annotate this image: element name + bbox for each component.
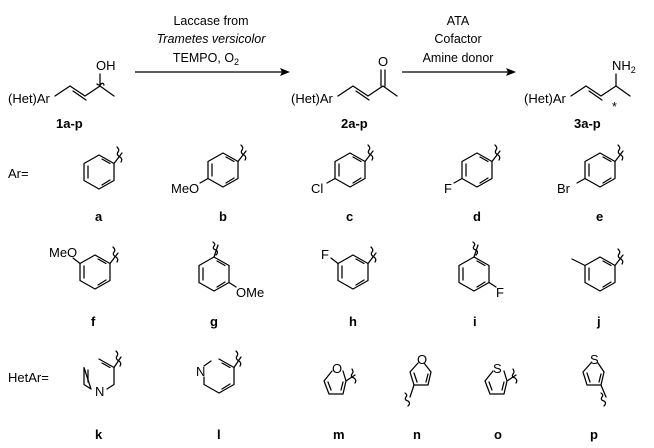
substituent-h: F	[321, 247, 329, 262]
heteroaryl-k: N k	[83, 350, 122, 442]
compound1-label: 1a-p	[56, 116, 83, 131]
compound1-oh: OH	[96, 58, 116, 73]
heteroaryl-p: S p	[582, 352, 607, 442]
stereocenter-star: *	[612, 100, 617, 114]
label-h: h	[349, 314, 357, 329]
substituent-e: Br	[557, 181, 571, 196]
aryl-b: MeO b	[171, 144, 247, 224]
hetar-prefix: HetAr=	[8, 370, 49, 385]
heteroaryl-l: N l	[196, 350, 242, 442]
aryl-e: Br e	[557, 144, 624, 224]
label-a: a	[95, 209, 103, 224]
label-d: d	[473, 209, 481, 224]
step1-reagent-1: Laccase from	[173, 14, 248, 28]
label-c: c	[346, 209, 353, 224]
label-i: i	[473, 314, 477, 329]
compound2-label: 2a-p	[341, 116, 368, 131]
compound1-group: (Het)Ar	[8, 91, 51, 106]
heteroatom-k: N	[95, 384, 104, 399]
heteroaryl-m: O m	[323, 361, 357, 442]
substituent-g: OMe	[236, 285, 264, 300]
heteroatom-p: S	[590, 352, 599, 367]
substituent-i: F	[496, 285, 504, 300]
heteroaryl-n: O n	[404, 352, 432, 442]
step2-reagent-2: Cofactor	[434, 32, 481, 46]
aryl-f: MeO f	[49, 245, 119, 329]
label-o: o	[494, 427, 502, 442]
label-p: p	[590, 427, 598, 442]
ar-prefix: Ar=	[8, 166, 29, 181]
aryl-a: a	[83, 146, 123, 224]
reaction-arrow-1: Laccase from Trametes versicolor TEMPO, …	[135, 14, 290, 76]
step2-reagent-1: ATA	[447, 14, 470, 28]
compound-3: (Het)Ar NH2 * 3a-p	[524, 58, 636, 131]
heteroatom-o: S	[493, 361, 502, 376]
heteroaryl-o: S o	[484, 361, 518, 442]
compound2-oxygen: O	[378, 54, 388, 69]
compound3-group: (Het)Ar	[524, 91, 567, 106]
substituent-c: Cl	[311, 181, 323, 196]
aryl-c: Cl c	[311, 144, 374, 224]
label-j: j	[596, 314, 601, 329]
heteroatom-l: N	[196, 364, 205, 379]
label-b: b	[219, 209, 227, 224]
heteroatom-m: O	[332, 361, 342, 376]
label-e: e	[596, 209, 603, 224]
heteroatom-n: O	[417, 352, 427, 367]
aryl-d: F d	[444, 144, 501, 224]
label-k: k	[95, 427, 103, 442]
compound2-group: (Het)Ar	[291, 91, 334, 106]
compound-2: (Het)Ar O 2a-p	[291, 54, 398, 131]
aryl-j: j	[571, 248, 624, 329]
label-g: g	[210, 314, 218, 329]
compound3-amine: NH2	[612, 58, 636, 75]
substituent-f: MeO	[49, 245, 77, 260]
label-n: n	[413, 427, 421, 442]
substituent-b: MeO	[171, 181, 199, 196]
compound-1: (Het)Ar OH 1a-p	[8, 58, 116, 131]
label-f: f	[91, 314, 96, 329]
substituent-d: F	[444, 181, 452, 196]
aryl-h: F h	[321, 246, 377, 329]
step1-reagent-3: TEMPO, O2	[173, 51, 239, 67]
aryl-g: OMe g	[198, 241, 264, 329]
compound3-label: 3a-p	[574, 116, 601, 131]
label-m: m	[333, 427, 345, 442]
step1-reagent-2: Trametes versicolor	[157, 32, 267, 46]
label-l: l	[217, 427, 221, 442]
step2-reagent-3: Amine donor	[423, 51, 494, 65]
reaction-arrow-2: ATA Cofactor Amine donor	[402, 14, 516, 76]
aryl-i: F i	[458, 241, 504, 329]
